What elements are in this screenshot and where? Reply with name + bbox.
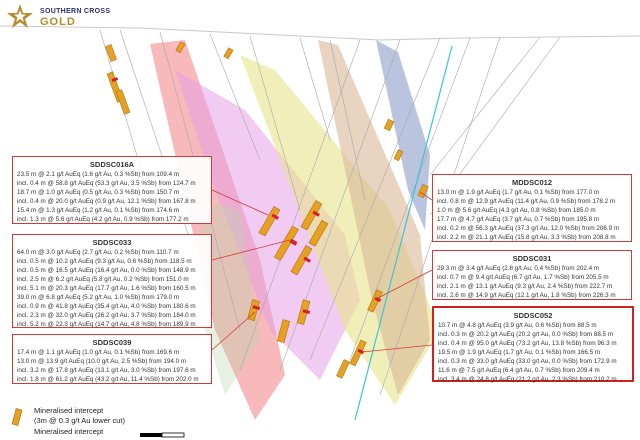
logo-name-line1: SOUTHERN CROSS xyxy=(40,8,111,15)
intercept-line: 64.0 m @ 3.0 g/t AuEq (2.7 g/t Au, 0.2 %… xyxy=(17,249,179,256)
drill-trace-cyan xyxy=(354,45,453,421)
high-grade-marker xyxy=(252,305,261,310)
intercept-line: incl. 2.5 m @ 6.2 g/t AuEq (5.8 g/t Au, … xyxy=(17,276,189,283)
legend-label-line2: (3m @ 0.3 g/t Au lower cut) xyxy=(34,416,125,425)
leader-lines xyxy=(211,189,433,353)
intercept-line: incl. 0.3 m @ 33.0 g/t AuEq (33.0 g/t Au… xyxy=(438,358,617,365)
intercept-marker xyxy=(383,118,395,132)
vein-plane-red xyxy=(150,40,285,420)
intercept-line: incl. 0.8 m @ 12.9 g/t AuEq (11.4 g/t Au… xyxy=(437,198,616,205)
intercept-line: incl. 2.6 m @ 14.9 g/t AuEq (12.1 g/t Au… xyxy=(437,292,616,299)
high-grade-marker xyxy=(111,77,119,82)
intercept-marker xyxy=(175,41,186,54)
legend-label-line1: Mineralised intercept xyxy=(34,406,104,415)
topographic-surface-line xyxy=(0,25,640,41)
intercept-line: 10.7 m @ 4.8 g/t AuEq (3.9 g/t Au, 0.6 %… xyxy=(438,322,597,329)
hole-id: SDDSC039 xyxy=(92,338,132,347)
intercept-line: incl. 2.2 m @ 21.1 g/t AuEq (15.8 g/t Au… xyxy=(437,234,616,241)
intercept-line: 17.4 m @ 1.1 g/t AuEq (1.0 g/t Au, 0.1 %… xyxy=(17,349,180,356)
intercept-marker xyxy=(115,89,131,115)
intercept-line: incl. 0.9 m @ 41.8 g/t AuEq (35.4 g/t Au… xyxy=(17,303,196,310)
hole-box-mddsc012: MDDSC012 13.0 m @ 1.9 g/t AuEq (1.7 g/t … xyxy=(432,174,632,242)
intercept-line: incl. 5.2 m @ 22.3 g/t AuEq (14.7 g/t Au… xyxy=(17,321,196,328)
intercept-marker xyxy=(247,299,260,322)
intercept-marker xyxy=(105,44,117,62)
vein-plane-green xyxy=(200,200,260,395)
hole-box-sddsc039: SDDSC039 17.4 m @ 1.1 g/t AuEq (1.0 g/t … xyxy=(12,334,212,384)
high-grade-marker xyxy=(312,210,320,217)
hole-box-sddsc016a: SDDSC016A 23.5 m @ 2.1 g/t AuEq (1.6 g/t… xyxy=(12,156,212,224)
intercept-cylinder-icon xyxy=(11,408,23,426)
intercept-marker xyxy=(223,47,234,60)
intercept-marker xyxy=(290,245,313,276)
intercept-marker xyxy=(336,359,350,379)
intercept-marker xyxy=(417,183,429,199)
hole-id: MDDSC012 xyxy=(511,178,552,187)
intercept-marker xyxy=(308,219,329,247)
intercept-marker xyxy=(300,200,323,231)
intercept-line: 11.6 m @ 7.5 g/t AuEq (6.4 g/t Au, 0.7 %… xyxy=(438,367,600,374)
intercept-line: incl. 3.2 m @ 17.8 g/t AuEq (13.1 g/t Au… xyxy=(17,367,196,374)
hole-id: SDDSC033 xyxy=(92,238,132,247)
intercept-line: 1.0 m @ 5.6 g/t AuEq (4.3 g/t Au, 0.8 %S… xyxy=(437,207,596,214)
intercept-line: incl. 5.1 m @ 20.3 g/t AuEq (17.7 g/t Au… xyxy=(17,285,196,292)
intercept-line: incl. 0.5 m @ 10.2 g/t AuEq (9.3 g/t Au,… xyxy=(17,258,192,265)
high-grade-markers xyxy=(111,77,382,355)
intercept-line: 15.4 m @ 1.3 g/t AuEq (1.2 g/t Au, 0.1 %… xyxy=(17,207,180,214)
intercept-line: 19.5 m @ 1.9 g/t AuEq (1.7 g/t Au, 0.1 %… xyxy=(438,349,601,356)
intercept-line: 13.0 m @ 13.9 g/t AuEq (10.0 g/t Au, 2.5… xyxy=(17,358,187,365)
intercept-marker xyxy=(393,149,404,162)
intercept-marker xyxy=(276,319,291,343)
intercept-marker xyxy=(258,206,281,237)
intercept-line: incl. 0.7 m @ 9.4 g/t AuEq (6.7 g/t Au, … xyxy=(437,274,609,281)
intercept-line: incl. 3.4 m @ 24.8 g/t AuEq (21.2 g/t Au… xyxy=(438,376,617,383)
high-grade-marker xyxy=(289,238,298,246)
intercept-line: incl. 0.2 m @ 56.3 g/t AuEq (37.3 g/t Au… xyxy=(437,225,620,232)
intercept-marker xyxy=(367,289,383,313)
high-grade-marker xyxy=(303,256,311,263)
high-grade-marker xyxy=(302,309,311,314)
hole-id: SDDSC052 xyxy=(513,311,553,320)
intercept-line: incl. 2.3 m @ 32.0 g/t AuEq (26.2 g/t Au… xyxy=(17,312,196,319)
legend: Mineralised intercept (3m @ 0.3 g/t Au l… xyxy=(6,404,246,440)
hole-id: SDDSC031 xyxy=(512,254,552,263)
high-grade-marker xyxy=(357,348,365,355)
company-logo: SOUTHERN CROSS GOLD xyxy=(4,2,144,32)
intercept-line: incl. 1.8 m @ 61.2 g/t AuEq (43.2 g/t Au… xyxy=(17,376,199,383)
intercept-line: 17.7 m @ 4.7 g/t AuEq (3.7 g/t Au, 0.7 %… xyxy=(437,216,600,223)
hole-box-sddsc033: SDDSC033 64.0 m @ 3.0 g/t AuEq (2.7 g/t … xyxy=(12,234,212,328)
intercept-line: 13.0 m @ 1.9 g/t AuEq (1.7 g/t Au, 0.1 %… xyxy=(437,189,600,196)
intercept-line: incl. 0.4 m @ 20.0 g/t AuEq (0.9 g/t Au,… xyxy=(17,198,196,205)
high-grade-marker xyxy=(271,213,279,220)
intercept-marker xyxy=(349,339,367,367)
logo-star-icon xyxy=(7,4,33,28)
scale-bar xyxy=(140,432,185,438)
high-grade-marker xyxy=(374,296,382,303)
hole-box-sddsc031: SDDSC031 29.3 m @ 3.4 g/t AuEq (2.8 g/t … xyxy=(432,250,632,300)
intercept-line: 29.3 m @ 3.4 g/t AuEq (2.8 g/t Au, 0.4 %… xyxy=(437,265,600,272)
vein-plane-tan xyxy=(318,40,430,395)
intercept-line: incl. 0.3 m @ 20.2 g/t AuEq (20.2 g/t Au… xyxy=(438,331,614,338)
intercept-line: incl. 1.3 m @ 5.6 g/t AuEq (4.2 g/t Au, … xyxy=(17,216,189,223)
intercept-line: incl. 2.1 m @ 13.1 g/t AuEq (9.3 g/t Au,… xyxy=(437,283,613,290)
intercept-line: 39.0 m @ 6.8 g/t AuEq (5.2 g/t Au, 1.0 %… xyxy=(17,294,180,301)
intercept-line: 23.5 m @ 2.1 g/t AuEq (1.6 g/t Au, 0.3 %… xyxy=(17,171,180,178)
hole-box-sddsc052: SDDSC052 10.7 m @ 4.8 g/t AuEq (3.9 g/t … xyxy=(432,306,634,383)
logo-name-line2: GOLD xyxy=(40,16,76,28)
intercept-line: incl. 0.5 m @ 16.5 g/t AuEq (16.4 g/t Au… xyxy=(17,267,196,274)
hole-id: SDDSC016A xyxy=(89,160,135,169)
legend-label-line3: Mineralised intercept xyxy=(34,427,104,436)
intercept-line: incl. 0.4 m @ 58.8 g/t AuEq (53.3 g/t Au… xyxy=(17,180,196,187)
intercept-line: incl. 0.4 m @ 95.0 g/t AuEq (73.2 g/t Au… xyxy=(438,340,617,347)
intercept-line: 18.7 m @ 1.0 g/t AuEq (0.5 g/t Au, 0.3 %… xyxy=(17,189,180,196)
